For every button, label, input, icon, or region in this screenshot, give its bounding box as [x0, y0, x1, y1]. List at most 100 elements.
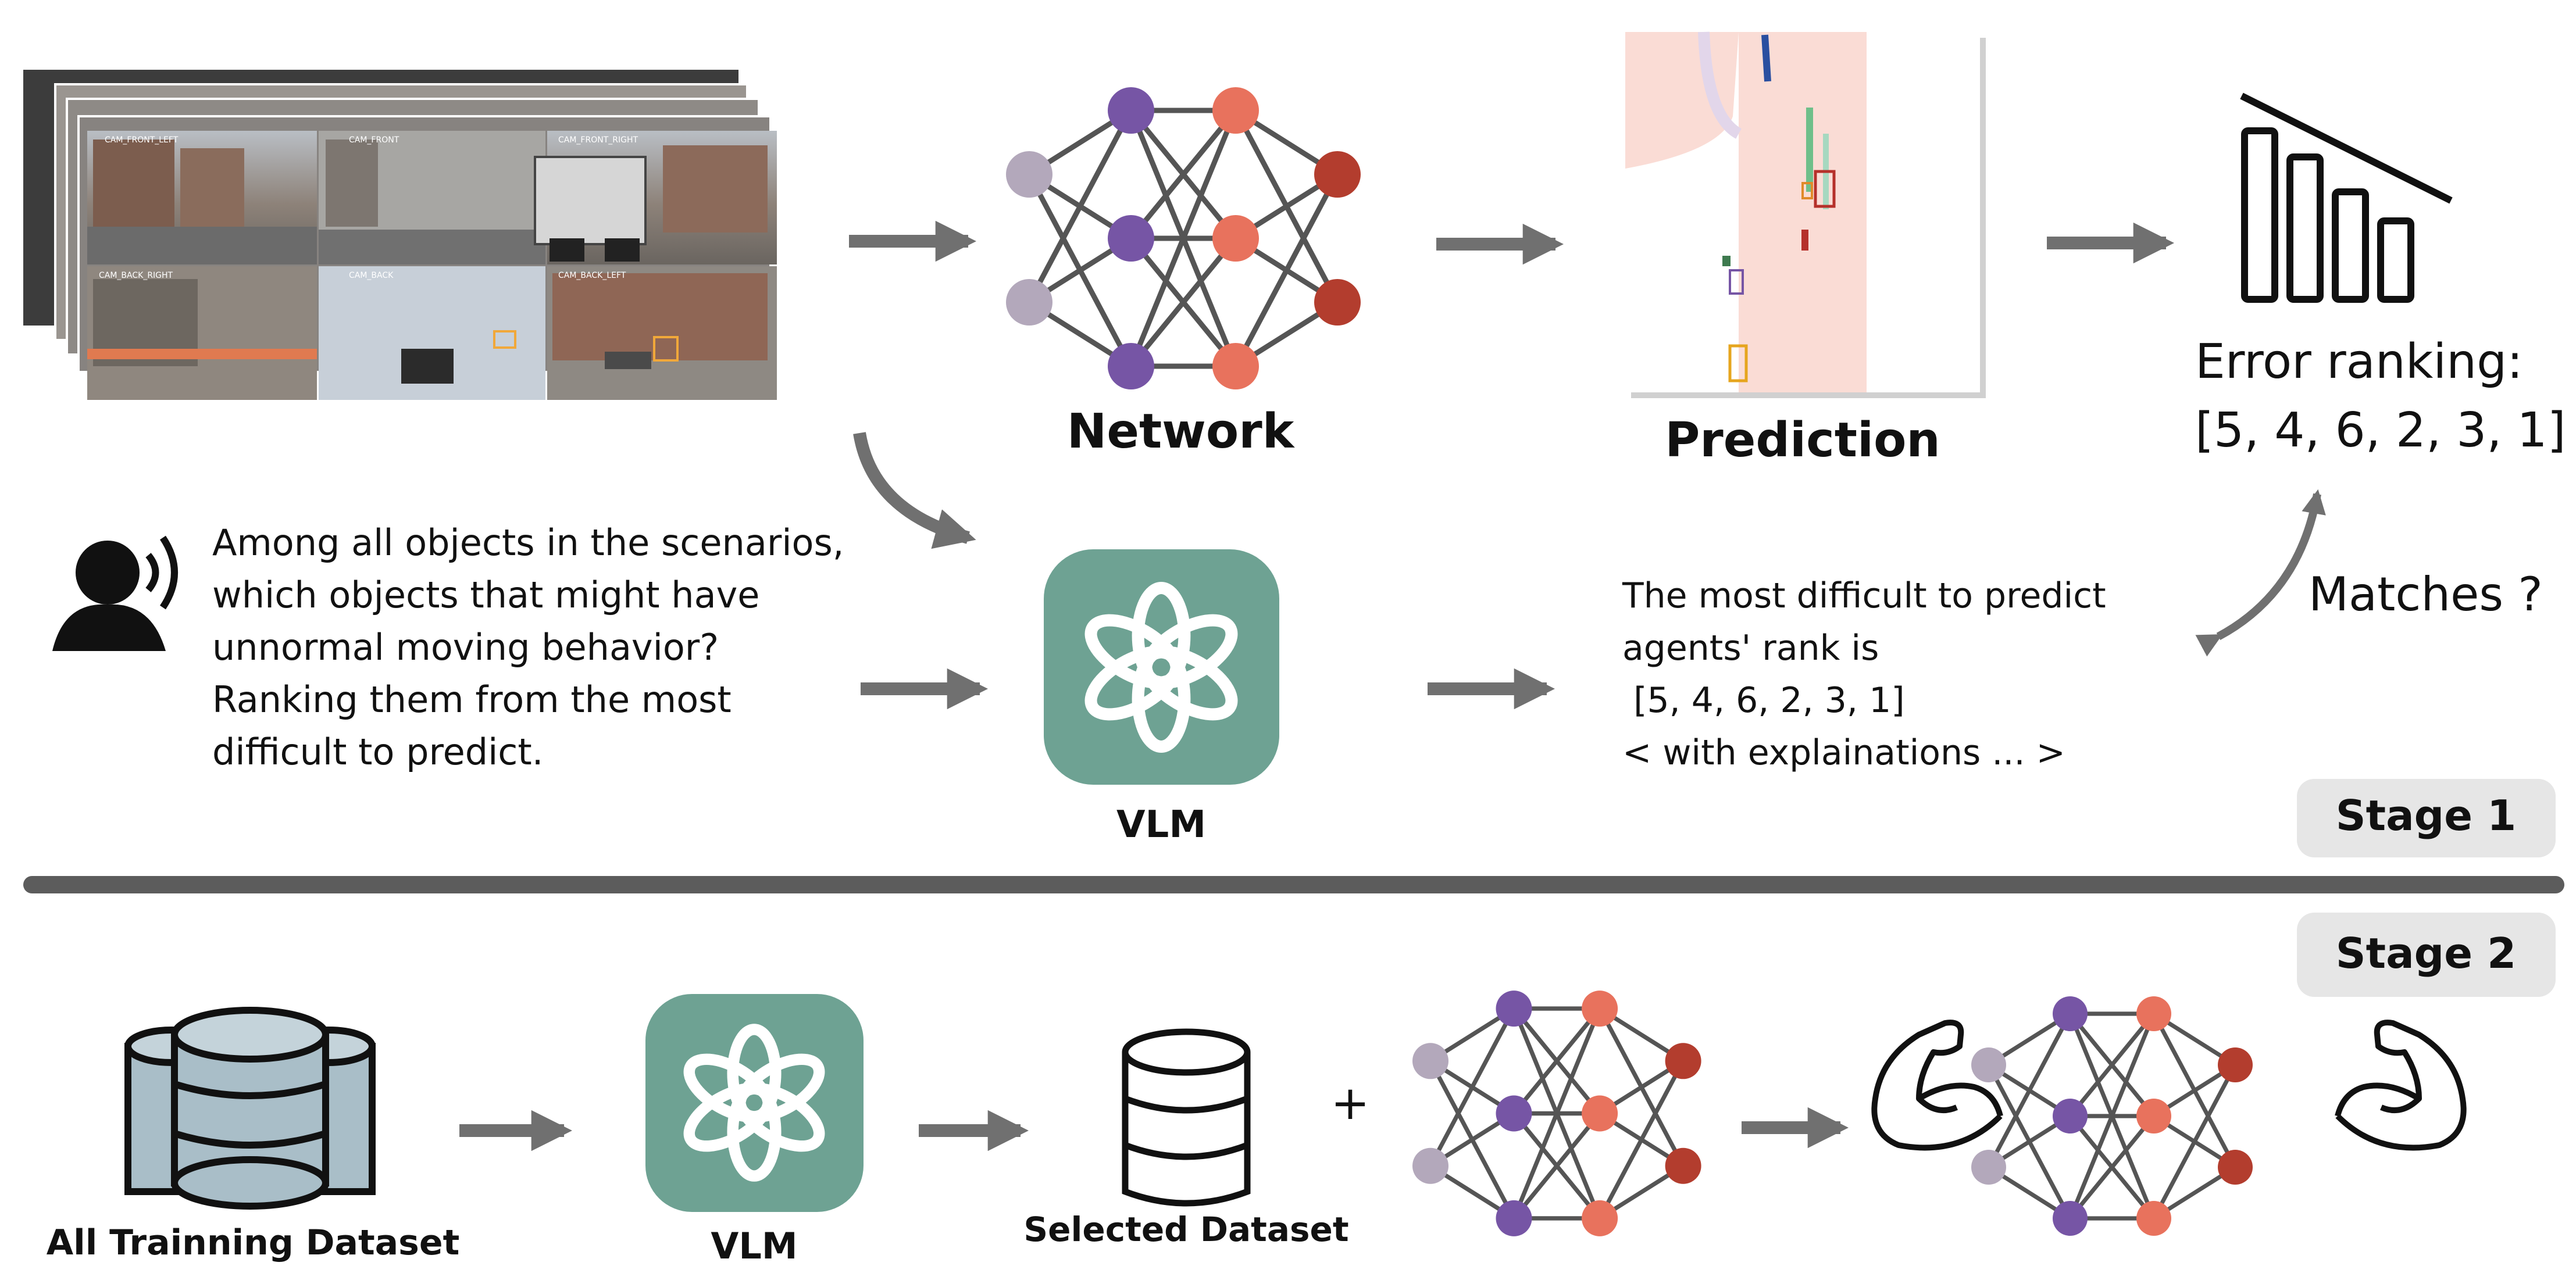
network-node [1496, 1200, 1532, 1236]
network-node [1108, 87, 1154, 134]
network-edge [1027, 109, 1133, 304]
bar-1 [2241, 127, 2278, 303]
error-ranking-list: [5, 4, 6, 2, 3, 1] [2195, 403, 2566, 458]
prompt-text: Among all objects in the scenarios, whic… [212, 521, 844, 773]
db-center-band [173, 1130, 327, 1149]
arm-muscle-line [1917, 1096, 1958, 1113]
db-band [1124, 1095, 1248, 1114]
agent-box [1729, 269, 1744, 295]
street-surface [319, 230, 545, 264]
network-node [2218, 1150, 2253, 1185]
street-surface [87, 227, 317, 264]
building-block [180, 148, 244, 230]
detection-box [653, 336, 679, 362]
bar-3 [2332, 188, 2369, 303]
arm-outline [1871, 1020, 2003, 1151]
bar-2 [2286, 153, 2324, 303]
building-block [93, 140, 174, 233]
network-edge [1129, 237, 1238, 368]
car-parked [605, 352, 651, 369]
truck-wheel [605, 238, 640, 262]
network-node [2053, 1201, 2088, 1236]
vlm-icon [1044, 549, 1279, 785]
response-line: The most difficult to predict [1622, 575, 2106, 616]
network-node [2136, 996, 2171, 1031]
vlm-icon-stage2 [645, 994, 864, 1212]
arrow-images-to-vlm [853, 432, 976, 549]
truck-wheel [550, 238, 584, 262]
network-node [1971, 1150, 2006, 1185]
vlm-response-text: The most difficult to predict agents' ra… [1622, 575, 2106, 773]
response-line: < with explainations ... > [1622, 732, 2065, 773]
network-edge [1597, 1060, 1685, 1220]
road-curve [1698, 31, 1742, 139]
prediction-map [1625, 31, 1986, 398]
road-lane [1739, 32, 1867, 392]
sound-wave [159, 535, 178, 610]
db-band [1124, 1142, 1248, 1160]
network-graph-strong [1971, 996, 2253, 1236]
vlm-label: VLM [1116, 803, 1206, 846]
prompt-line: Among all objects in the scenarios, [212, 521, 844, 564]
building-block [663, 145, 768, 233]
network-node [2053, 1099, 2088, 1133]
network-node [2136, 1099, 2171, 1133]
strong-network [1871, 996, 2467, 1236]
network-edge [1512, 1112, 1601, 1220]
building-block [326, 140, 378, 227]
network-label: Network [1067, 404, 1296, 459]
stage2-label: Stage 2 [2336, 929, 2516, 978]
stage1-label: Stage 1 [2336, 791, 2516, 840]
stage2-badge [2297, 913, 2556, 997]
network-edge [1986, 1013, 2072, 1168]
matches-double-arrow [2195, 489, 2326, 657]
network-edge [2068, 1012, 2156, 1118]
agent-box [1728, 344, 1748, 382]
network-node [1582, 1095, 1618, 1132]
db-body [1122, 1052, 1251, 1207]
selected-database-icon [1122, 1028, 1251, 1207]
db-center-band [173, 1081, 327, 1099]
prompt-line: which objects that might have [212, 574, 759, 616]
cam-label-front-left: CAM_FRONT_LEFT [105, 135, 179, 145]
all-dataset-label: All Trainning Dataset [47, 1222, 460, 1263]
person-body [52, 604, 166, 651]
cam-label-back: CAM_BACK [349, 271, 394, 280]
barrier-strip [87, 349, 317, 359]
selected-dataset-label: Selected Dataset [1023, 1210, 1348, 1249]
prompt-line: Ranking them from the most [212, 678, 732, 721]
flexed-arm-left-icon [1871, 1020, 2003, 1151]
ego-trajectory [1761, 34, 1771, 82]
network-node [1496, 1095, 1532, 1132]
arm-muscle-line [2380, 1096, 2421, 1113]
network-edge [2152, 1064, 2238, 1220]
arm-outline [2335, 1020, 2467, 1151]
network-edge [1128, 109, 1239, 367]
network-node [1971, 1047, 2006, 1082]
network-node [1108, 215, 1154, 262]
network-node [1212, 343, 1259, 389]
stage1-badge [2297, 779, 2556, 857]
cam-label-front-right: CAM_FRONT_RIGHT [558, 135, 638, 145]
network-edge [2068, 1013, 2156, 1220]
network-node [1006, 279, 1052, 326]
network-node [1412, 1147, 1448, 1184]
plus-sign: + [1330, 1076, 1369, 1130]
network-graph-stage2 [1412, 990, 1701, 1236]
network-node [1314, 279, 1361, 326]
cam-label-back-left: CAM_BACK_LEFT [558, 271, 626, 280]
truck-cab [534, 156, 647, 245]
agent-box [1801, 182, 1813, 199]
error-ranking-bar-icon [2240, 92, 2453, 303]
network-node [2053, 996, 2088, 1031]
network-edge [1512, 1007, 1601, 1115]
network-edge [2068, 1114, 2156, 1220]
agent-box [1722, 256, 1731, 266]
database-icon [124, 1007, 376, 1210]
vlm-stage2-label: VLM [711, 1225, 797, 1267]
building-block [552, 273, 768, 360]
network-node [1582, 1200, 1618, 1236]
network-node [1108, 343, 1154, 389]
network-node [1496, 990, 1532, 1027]
